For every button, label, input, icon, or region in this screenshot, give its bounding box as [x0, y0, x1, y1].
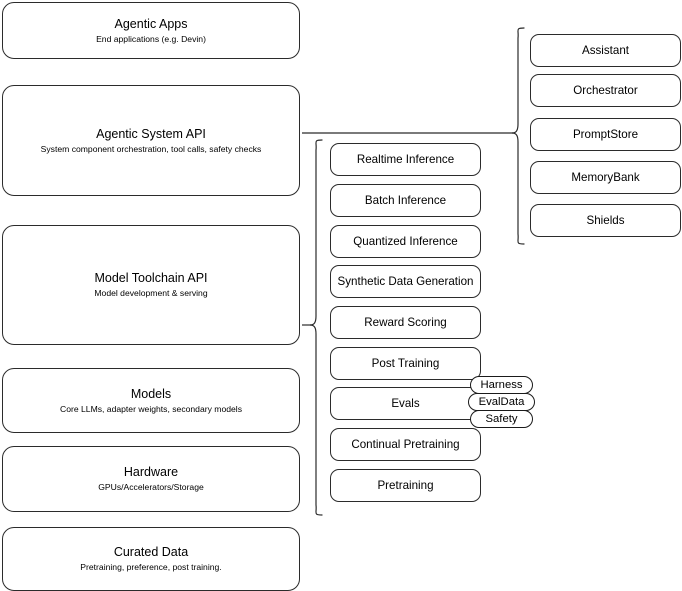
layer-title: Agentic System API — [96, 126, 206, 141]
layer-title: Curated Data — [113, 545, 189, 559]
layer-curated-data[interactable]: Curated Data Pretraining, preference, po… — [2, 527, 300, 591]
middle-item-evals[interactable]: Evals — [330, 387, 481, 420]
layer-title: Agentic Apps — [114, 16, 188, 31]
layer-subtitle: Pretraining, preference, post training. — [80, 562, 222, 572]
layer-agentic-apps[interactable]: Agentic Apps End applications (e.g. Devi… — [2, 2, 300, 59]
middle-item-continual-pretraining[interactable]: Continual Pretraining — [330, 428, 481, 461]
middle-item-reward-scoring[interactable]: Reward Scoring — [330, 306, 481, 339]
evals-tag-evaldata[interactable]: EvalData — [468, 393, 535, 411]
layer-models[interactable]: Models Core LLMs, adapter weights, secon… — [2, 368, 300, 433]
middle-item-batch-inference[interactable]: Batch Inference — [330, 184, 481, 217]
layer-subtitle: Core LLMs, adapter weights, secondary mo… — [60, 403, 242, 414]
layer-title: Model Toolchain API — [94, 271, 208, 285]
item-label: Batch Inference — [364, 193, 447, 207]
item-label: Orchestrator — [573, 83, 638, 97]
middle-item-synthetic-data-generation[interactable]: Synthetic Data Generation — [330, 265, 481, 298]
layer-agentic-system-api[interactable]: Agentic System API System component orch… — [2, 85, 300, 196]
right-item-orchestrator[interactable]: Orchestrator — [530, 74, 681, 107]
item-label: PromptStore — [572, 127, 639, 141]
layer-title: Hardware — [123, 465, 179, 479]
layer-subtitle: Model development & serving — [94, 288, 208, 298]
tag-label: EvalData — [478, 395, 525, 408]
middle-item-quantized-inference[interactable]: Quantized Inference — [330, 225, 481, 258]
middle-item-post-training[interactable]: Post Training — [330, 347, 481, 380]
layer-subtitle: GPUs/Accelerators/Storage — [98, 482, 204, 492]
item-label: Realtime Inference — [356, 152, 455, 166]
right-item-shields[interactable]: Shields — [530, 204, 681, 237]
right-item-promptstore[interactable]: PromptStore — [530, 118, 681, 151]
layer-subtitle: System component orchestration, tool cal… — [40, 143, 262, 154]
right-item-assistant[interactable]: Assistant — [530, 34, 681, 67]
tag-label: Safety — [485, 412, 518, 425]
layer-title: Models — [130, 386, 172, 401]
item-label: MemoryBank — [571, 170, 640, 184]
item-label: Post Training — [371, 356, 440, 370]
middle-item-pretraining[interactable]: Pretraining — [330, 469, 481, 502]
right-item-memorybank[interactable]: MemoryBank — [530, 161, 681, 194]
evals-tag-safety[interactable]: Safety — [470, 410, 533, 428]
evals-tag-harness[interactable]: Harness — [470, 376, 533, 394]
item-label: Pretraining — [377, 478, 434, 492]
tag-label: Harness — [480, 378, 523, 391]
item-label: Synthetic Data Generation — [337, 274, 474, 288]
item-label: Assistant — [581, 43, 630, 57]
layer-subtitle: End applications (e.g. Devin) — [96, 33, 206, 44]
middle-item-realtime-inference[interactable]: Realtime Inference — [330, 143, 481, 176]
item-label: Continual Pretraining — [351, 437, 460, 451]
item-label: Quantized Inference — [353, 234, 458, 248]
item-label: Shields — [586, 213, 625, 227]
layer-hardware[interactable]: Hardware GPUs/Accelerators/Storage — [2, 446, 300, 512]
item-label: Evals — [391, 396, 420, 410]
layer-model-toolchain-api[interactable]: Model Toolchain API Model development & … — [2, 225, 300, 345]
item-label: Reward Scoring — [364, 315, 447, 329]
